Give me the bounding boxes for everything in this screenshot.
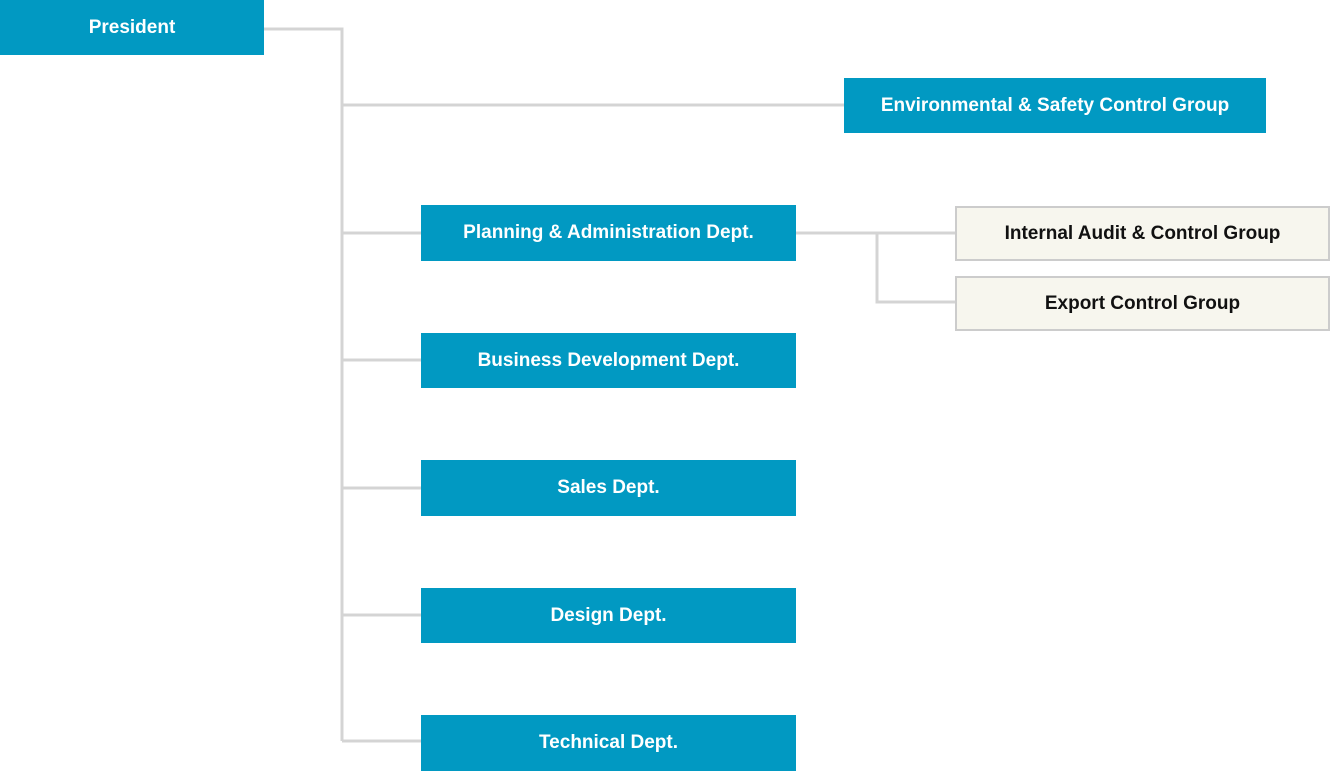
sales-dept-box: Sales Dept. <box>421 460 796 516</box>
business-development-dept-label: Business Development Dept. <box>477 349 740 371</box>
business-development-dept-box: Business Development Dept. <box>421 333 796 388</box>
environmental-safety-control-group-box: Environmental & Safety Control Group <box>844 78 1266 133</box>
design-dept-label: Design Dept. <box>550 604 667 626</box>
export-control-group-box: Export Control Group <box>955 276 1330 331</box>
connector-president-trunk <box>264 27 344 741</box>
planning-administration-dept-label: Planning & Administration Dept. <box>463 222 754 243</box>
design-dept-box: Design Dept. <box>421 588 796 643</box>
technical-dept-label: Technical Dept. <box>538 732 678 753</box>
technical-dept-box: Technical Dept. <box>421 715 796 771</box>
internal-audit-control-group-label: Internal Audit & Control Group <box>1004 222 1281 244</box>
president-label: President <box>88 16 176 38</box>
connector-planning-subgroups <box>796 231 955 304</box>
export-control-group-label: Export Control Group <box>1044 292 1241 314</box>
planning-administration-dept-box: Planning & Administration Dept. <box>421 205 796 261</box>
internal-audit-control-group-box: Internal Audit & Control Group <box>955 206 1330 261</box>
president-box: President <box>0 0 264 55</box>
sales-dept-label: Sales Dept. <box>557 477 660 498</box>
environmental-safety-control-group-label: Environmental & Safety Control Group <box>880 94 1230 116</box>
